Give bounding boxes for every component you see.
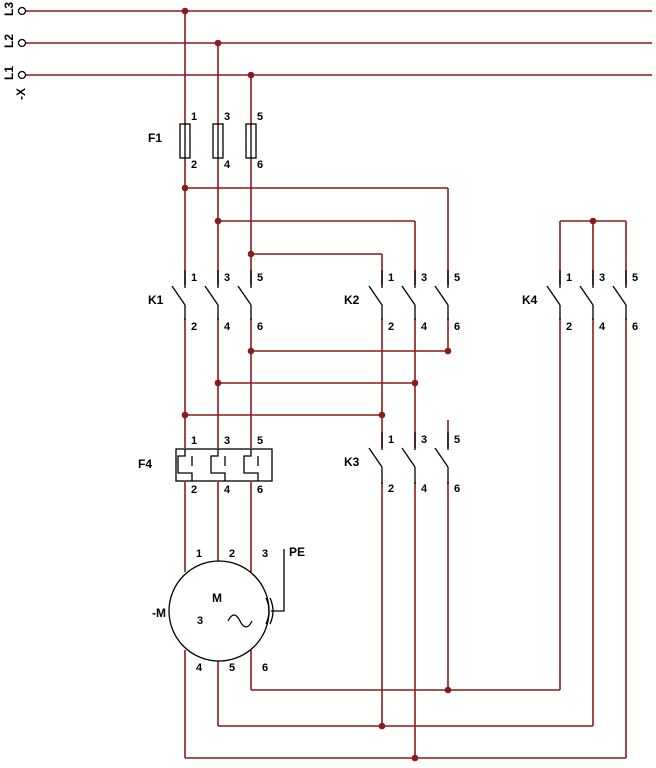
motor-terminal-1: 1 <box>196 548 202 560</box>
k3-terminal-5: 5 <box>454 434 460 446</box>
k3-terminal-1: 1 <box>388 434 394 446</box>
motor-phases: 3 <box>197 615 203 627</box>
k1-terminal-6: 6 <box>257 321 263 333</box>
k1-label: K1 <box>148 293 164 307</box>
f4-terminal-4: 4 <box>224 484 231 496</box>
fuse-f1: F1 1 3 5 2 4 6 <box>148 111 263 171</box>
f1-terminal-5: 5 <box>257 111 263 123</box>
motor-symbol: M <box>212 591 222 605</box>
k1-terminal-1: 1 <box>191 272 197 284</box>
k3-output-wires <box>381 482 449 758</box>
k2-terminal-2: 2 <box>388 321 394 333</box>
k1-terminal-4: 4 <box>224 321 231 333</box>
k3-label: K3 <box>344 455 360 469</box>
f1-terminal-4: 4 <box>224 159 231 171</box>
k3-terminal-6: 6 <box>454 483 460 495</box>
motor-terminal-4: 4 <box>196 662 203 674</box>
f4-terminal-5: 5 <box>257 435 263 447</box>
contactor-k4: K4 1 3 5 2 4 6 <box>522 270 638 333</box>
k4-terminal-6: 6 <box>632 321 638 333</box>
f1-terminal-2: 2 <box>191 159 197 171</box>
line-label-l2: L2 <box>2 34 16 48</box>
k2-terminal-3: 3 <box>421 272 427 284</box>
motor-label: -M <box>152 606 166 620</box>
motor-m: -M M 3 PE 1 2 3 4 5 6 <box>152 545 305 674</box>
k1-terminal-3: 3 <box>224 272 230 284</box>
k1-terminal-5: 5 <box>257 272 263 284</box>
motor-pe-label: PE <box>289 545 305 559</box>
motor-terminal-5: 5 <box>229 662 235 674</box>
k2-terminal-5: 5 <box>454 272 460 284</box>
k2-k3-link-wires <box>185 318 449 448</box>
motor-terminal-3: 3 <box>262 548 268 560</box>
k1-terminal-2: 2 <box>191 321 197 333</box>
k4-terminal-1: 1 <box>566 272 572 284</box>
junction-dots <box>181 7 597 762</box>
k3-terminal-4: 4 <box>421 483 428 495</box>
k4-terminal-4: 4 <box>599 321 606 333</box>
k2-terminal-6: 6 <box>454 321 460 333</box>
f4-terminal-2: 2 <box>191 484 197 496</box>
contactor-k2: K2 1 3 5 2 4 6 <box>344 270 460 333</box>
k3-terminal-2: 2 <box>388 483 394 495</box>
contactor-k3: K3 1 3 5 2 4 6 <box>344 432 460 495</box>
f1-terminal-1: 1 <box>191 111 197 123</box>
k2-label: K2 <box>344 293 360 307</box>
line-label-l1: L1 <box>2 66 16 80</box>
motor-terminal-6: 6 <box>262 662 268 674</box>
k2-feed-wires <box>185 187 449 285</box>
k2-terminal-4: 4 <box>421 321 428 333</box>
fuse-label: F1 <box>148 131 162 145</box>
bottom-bus-wires <box>185 689 626 759</box>
f1-terminal-6: 6 <box>257 159 263 171</box>
k4-wires <box>559 220 627 758</box>
f4-terminal-1: 1 <box>191 435 197 447</box>
supply-labels: L3 L2 L1 -X <box>2 2 28 100</box>
k4-terminal-3: 3 <box>599 272 605 284</box>
main-column-wires <box>184 11 252 758</box>
supply-lines <box>17 6 652 80</box>
line-label-l3: L3 <box>2 2 16 16</box>
f1-terminal-3: 3 <box>224 111 230 123</box>
motor-terminal-2: 2 <box>229 548 235 560</box>
f4-terminal-6: 6 <box>257 484 263 496</box>
k2-terminal-1: 1 <box>388 272 394 284</box>
overload-relay-f4: F4 1 3 5 2 4 6 <box>138 435 273 496</box>
f4-terminal-3: 3 <box>224 435 230 447</box>
k4-label: K4 <box>522 293 538 307</box>
k4-terminal-2: 2 <box>566 321 572 333</box>
k3-terminal-3: 3 <box>421 434 427 446</box>
contactor-k1: K1 1 3 5 2 4 6 <box>148 270 263 333</box>
k4-terminal-5: 5 <box>632 272 638 284</box>
overload-label: F4 <box>138 457 152 471</box>
supply-prefix: -X <box>14 88 28 100</box>
